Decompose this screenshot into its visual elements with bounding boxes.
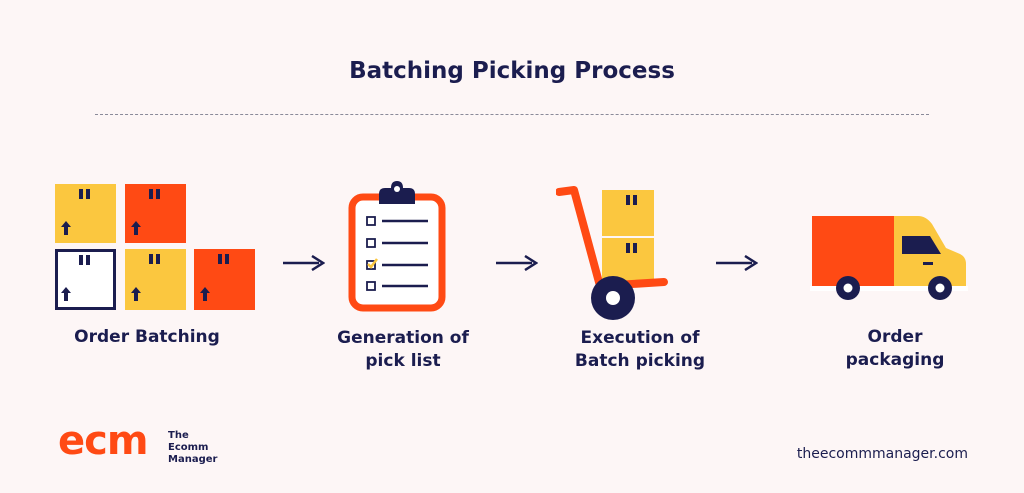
website-url: theecommmanager.com xyxy=(796,446,968,462)
step-label-execution-of-batch-picking: Execution of Batch picking xyxy=(574,328,706,371)
step-label-generation-of-pick-list: Generation of pick list xyxy=(337,328,469,371)
logo-tagline-line: Ecomm xyxy=(168,442,209,453)
delivery-truck-icon xyxy=(810,216,968,300)
title-divider xyxy=(95,114,929,115)
arrow-right-icon xyxy=(283,255,325,271)
step-label-order-batching: Order Batching xyxy=(74,327,220,347)
boxes-icon xyxy=(55,184,255,310)
clipboard-checklist-icon xyxy=(348,181,446,312)
hand-truck-icon xyxy=(556,186,668,320)
logo-tagline: The Ecomm Manager xyxy=(168,430,217,466)
step-label-order-packaging: Order packaging xyxy=(845,327,945,370)
logo-tagline-line: The xyxy=(168,430,189,441)
logo-tagline-line: Manager xyxy=(168,454,218,465)
arrow-right-icon xyxy=(716,255,758,271)
ecm-logo: ecm xyxy=(58,418,149,464)
arrow-right-icon xyxy=(496,255,538,271)
diagram-title: Batching Picking Process xyxy=(349,58,675,84)
